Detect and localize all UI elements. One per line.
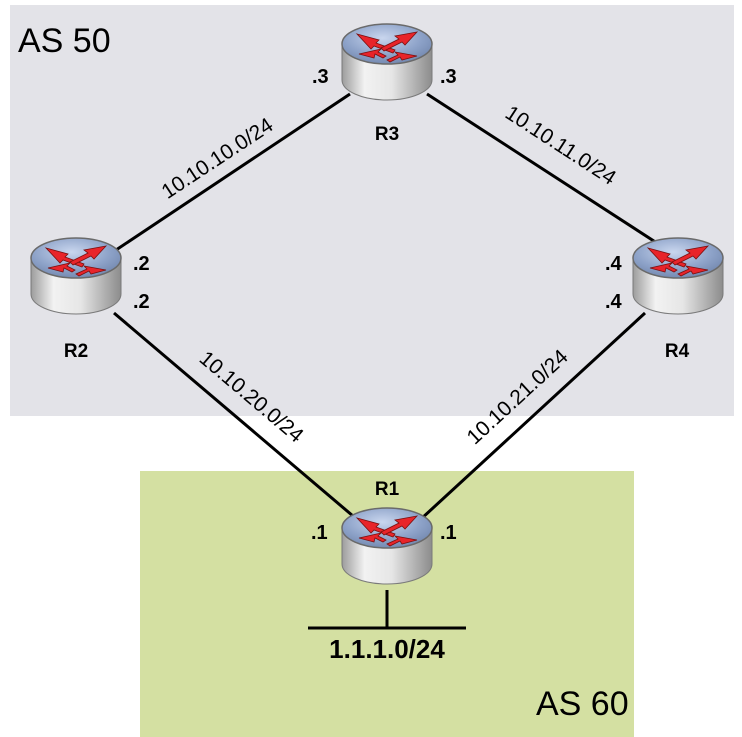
router-r2-name: R2 — [64, 341, 88, 362]
r3-suffix-left: .3 — [312, 66, 329, 88]
r2-suffix-lower: .2 — [133, 291, 150, 313]
router-r4-name: R4 — [665, 341, 690, 362]
r2-suffix-upper: .2 — [133, 253, 150, 275]
router-r4-icon[interactable] — [632, 237, 724, 315]
link-r2-r1 — [113, 311, 354, 518]
lan-subnet-label: 1.1.1.0/24 — [329, 634, 445, 664]
link-r3-r4 — [426, 92, 661, 247]
as60-label: AS 60 — [536, 685, 629, 723]
r4-suffix-lower: .4 — [605, 291, 623, 313]
r1-suffix-left: .1 — [311, 522, 328, 544]
r3-suffix-right: .3 — [440, 66, 457, 88]
router-r1-icon[interactable] — [341, 507, 433, 585]
r1-suffix-right: .1 — [440, 522, 457, 544]
router-r2-icon[interactable] — [30, 237, 122, 315]
link-r4-r1 — [419, 311, 647, 521]
r4-suffix-upper: .4 — [605, 253, 623, 275]
router-r3-name: R3 — [375, 124, 399, 145]
link-r2-r3 — [115, 92, 351, 252]
router-r3-icon[interactable] — [341, 23, 433, 101]
as50-label: AS 50 — [18, 22, 111, 60]
router-r1-name: R1 — [375, 479, 400, 500]
